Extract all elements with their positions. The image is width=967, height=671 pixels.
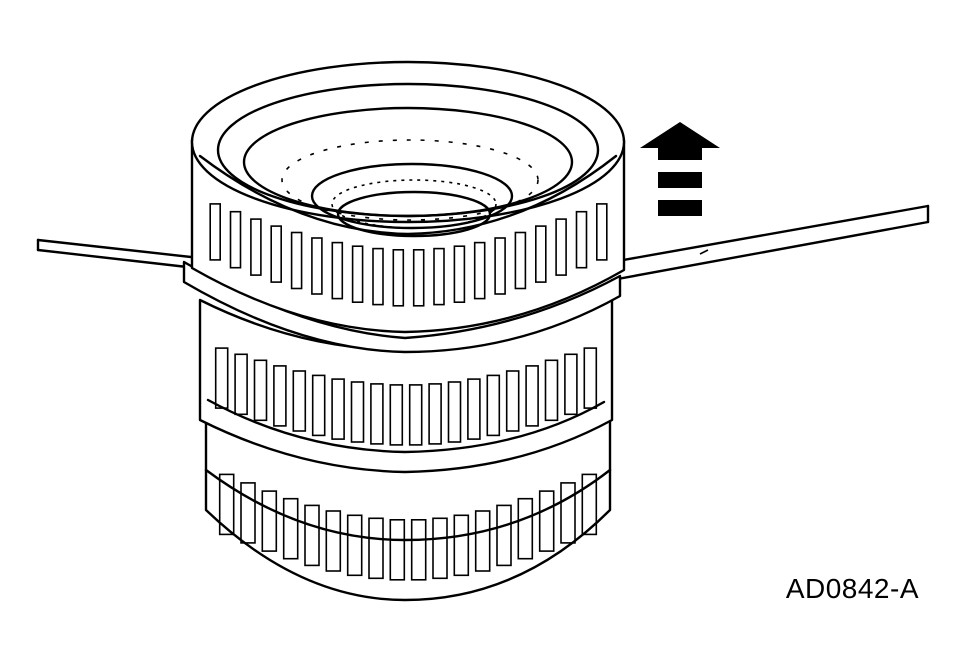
drum-spline-tooth [290, 231, 303, 290]
drum-spline-tooth [368, 517, 384, 580]
drum-spline-tooth [583, 347, 598, 409]
drum-spline-tooth [229, 210, 242, 269]
drum-spline-tooth [209, 203, 221, 261]
drum-spline-tooth [486, 374, 501, 437]
drum-spline-tooth [392, 249, 405, 307]
drum-spline-tooth [410, 518, 427, 581]
drum-spline-tooth [261, 490, 278, 552]
drum-spline-tooth [304, 504, 320, 567]
drum-spline-tooth [282, 497, 299, 560]
drum-spline-tooth [433, 247, 445, 306]
drum-spline-tooth [494, 237, 506, 295]
drum-spline-tooth [514, 231, 527, 290]
drum-spline-tooth [474, 510, 491, 572]
drum-spline-tooth [447, 381, 462, 443]
drum-spline-tooth [525, 365, 539, 427]
snap-ring [182, 260, 622, 354]
drum-spline-tooth [544, 359, 559, 422]
drum-spline-tooth [331, 378, 345, 440]
drum-spline-tooth [253, 359, 268, 422]
drum-spline-tooth [496, 504, 512, 567]
drum-spline-tooth [408, 384, 423, 446]
arrow-up-icon [640, 122, 720, 216]
drum-spline-tooth [350, 381, 365, 443]
drum-spline-tooth [453, 514, 470, 577]
drum-spline-tooth [517, 497, 534, 560]
drum-spline-tooth [311, 374, 326, 437]
drum-spline-tooth [218, 473, 235, 536]
drum-spline-tooth [412, 249, 425, 307]
drum-spline-tooth [595, 203, 608, 261]
drum-spline-tooth [453, 245, 466, 303]
drum-spline-tooth [250, 218, 262, 276]
drum-spline-tooth [372, 247, 384, 306]
drum-spline-tooth [389, 384, 404, 446]
drum-spline-tooth [370, 383, 384, 445]
drum-spline-tooth [331, 241, 344, 300]
drum-spline-tooth [538, 490, 555, 552]
drum-spline-tooth [467, 378, 481, 440]
drum-spline-tooth [325, 510, 342, 572]
drum-spline-tooth [581, 473, 598, 536]
drum-spline-tooth [560, 482, 576, 544]
drum-spline-tooth [555, 218, 567, 276]
drum-spline-tooth [270, 225, 283, 283]
drum-spline-tooth [575, 210, 588, 269]
drum-spline-tooth [428, 383, 442, 445]
drum-spline-tooth [346, 514, 363, 577]
upper-clutch-drum [190, 60, 626, 334]
drum-spline-tooth [234, 353, 248, 416]
drum-spline-tooth [311, 237, 323, 295]
drum-spline-tooth [505, 370, 520, 432]
drum-spline-tooth [389, 518, 406, 581]
drum-spline-tooth [214, 347, 229, 409]
drum-spline-tooth [473, 241, 486, 300]
drum-spline-tooth [292, 370, 307, 432]
left-pry-tool [36, 238, 202, 270]
drum-spline-tooth [240, 482, 256, 544]
drum-spline-tooth [351, 245, 364, 303]
right-pry-tool [610, 204, 930, 282]
drum-spline-tooth [564, 353, 578, 416]
figure-id-label: AD0842-A [785, 573, 919, 604]
drum-spline-tooth [273, 365, 287, 427]
drum-spline-tooth [432, 517, 448, 580]
drum-spline-tooth [534, 225, 547, 283]
